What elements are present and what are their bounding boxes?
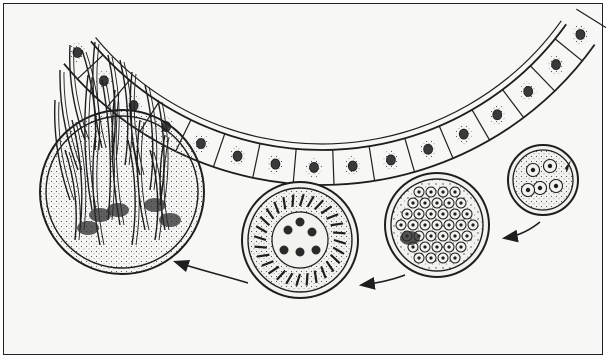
inner-nucleus	[296, 248, 305, 257]
cell-boundary	[333, 150, 334, 185]
packed-cell-nucleus	[417, 212, 420, 215]
cell-boundary	[472, 110, 490, 140]
packed-cell-nucleus	[399, 223, 402, 226]
arrow-center-left-to-left	[176, 262, 248, 283]
small-cell-nucleus	[531, 168, 535, 172]
cell-nucleus	[552, 60, 561, 70]
packed-cell-nucleus	[453, 234, 456, 237]
cell-nucleus-cluster	[107, 203, 129, 217]
radial-cell	[333, 232, 345, 233]
cell-nucleus	[424, 144, 433, 154]
cell-boundary	[213, 134, 224, 167]
cell-nucleus-cluster	[159, 213, 181, 227]
cell-nucleus	[196, 139, 205, 149]
small-cell-nucleus	[548, 164, 552, 168]
packed-cell-nucleus	[465, 212, 468, 215]
packed-cell-nucleus	[447, 223, 450, 226]
inner-nucleus	[312, 246, 321, 255]
stage-circle-center-right	[385, 173, 489, 277]
cell-boundary	[293, 149, 296, 184]
packed-cell-nucleus	[429, 234, 432, 237]
inner-nucleus	[296, 218, 305, 227]
radial-cell	[292, 194, 293, 206]
cell-nucleus	[459, 129, 468, 139]
cell-nucleus-cluster	[77, 221, 99, 235]
packed-cell-nucleus	[417, 190, 420, 193]
packed-cell-nucleus	[447, 245, 450, 248]
packed-cell-nucleus	[465, 234, 468, 237]
cell-nucleus-cluster	[144, 198, 166, 212]
dark-cell	[400, 231, 420, 245]
packed-cell-nucleus	[471, 223, 474, 226]
packed-cell-nucleus	[417, 256, 420, 259]
packed-cell-nucleus	[459, 223, 462, 226]
arrow-right-to-center-right	[505, 222, 540, 238]
cell-nucleus	[271, 159, 280, 169]
packed-cell-nucleus	[435, 223, 438, 226]
packed-cell-nucleus	[441, 190, 444, 193]
inner-nucleus	[308, 228, 317, 237]
packed-cell-nucleus	[423, 201, 426, 204]
packed-cell-nucleus	[429, 190, 432, 193]
small-cell-nucleus	[538, 186, 542, 190]
packed-cell-nucleus	[441, 234, 444, 237]
packed-cell-nucleus	[435, 245, 438, 248]
packed-cell-nucleus	[429, 256, 432, 259]
cell-nucleus	[524, 86, 533, 96]
packed-cell-nucleus	[441, 256, 444, 259]
packed-cell-nucleus	[411, 245, 414, 248]
inner-nucleus	[284, 226, 293, 235]
packed-cell-nucleus	[411, 201, 414, 204]
cell-nucleus	[576, 29, 585, 39]
packed-cell-nucleus	[429, 212, 432, 215]
packed-cell-nucleus	[459, 245, 462, 248]
packed-cell-nucleus	[423, 223, 426, 226]
small-cell-nucleus	[554, 184, 558, 188]
packed-cell-nucleus	[453, 256, 456, 259]
cell-boundary	[405, 138, 415, 172]
cell-boundary	[369, 146, 374, 181]
stage-circle-left	[40, 42, 204, 274]
cell-nucleus	[386, 155, 395, 165]
cell-nucleus	[348, 161, 357, 171]
packed-cell-nucleus	[411, 223, 414, 226]
packed-cell-nucleus	[423, 245, 426, 248]
stage-circle-center-left	[242, 182, 358, 298]
packed-cell-nucleus	[405, 212, 408, 215]
cell-boundary	[439, 126, 453, 158]
packed-cell-nucleus	[459, 201, 462, 204]
cell-nucleus	[309, 162, 318, 172]
cell-nucleus	[233, 151, 242, 161]
stage-circle-right	[508, 145, 578, 215]
small-cell-nucleus	[526, 188, 530, 192]
packed-cell-nucleus	[435, 201, 438, 204]
packed-cell-nucleus	[447, 201, 450, 204]
cell-boundary	[253, 144, 260, 178]
packed-cell-nucleus	[453, 190, 456, 193]
cell-nucleus	[493, 110, 502, 120]
radial-cell	[254, 247, 266, 248]
radial-cell	[307, 273, 308, 285]
packed-cell-nucleus	[441, 212, 444, 215]
inner-nucleus	[280, 246, 289, 255]
arrow-center-right-to-center-left	[362, 275, 405, 285]
packed-cell-nucleus	[453, 212, 456, 215]
cell-nucleus	[99, 76, 108, 86]
